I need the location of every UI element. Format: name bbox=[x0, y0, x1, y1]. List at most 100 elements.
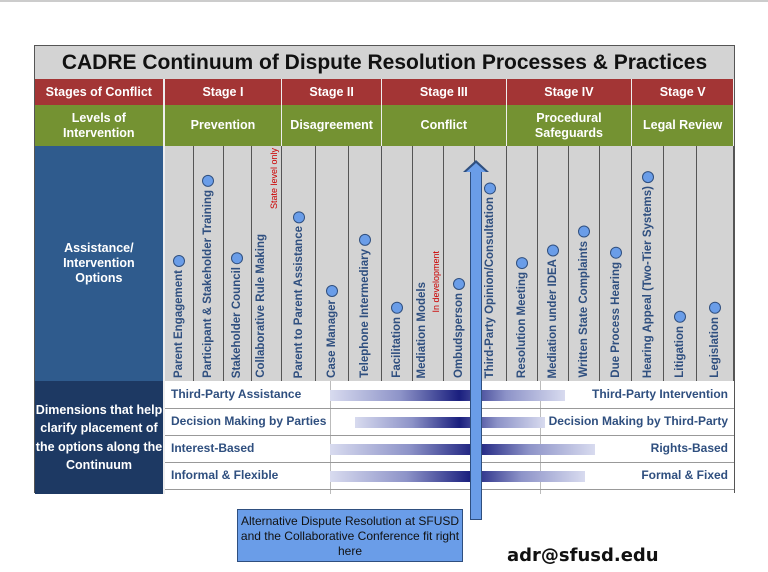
option-item: Mediation under IDEA bbox=[546, 243, 560, 378]
option-column: Mediation under IDEA bbox=[537, 146, 570, 381]
dimension-left: Interest-Based bbox=[171, 441, 255, 455]
stage-header: Stage I bbox=[165, 79, 283, 105]
dimension-right: Rights-Based bbox=[650, 441, 728, 455]
option-item: Written State Complaints bbox=[577, 226, 591, 378]
option-column: Hearing Appeal (Two-Tier Systems) bbox=[632, 146, 665, 381]
gradient-bar bbox=[330, 471, 585, 482]
page-title: CADRE Continuum of Dispute Resolution Pr… bbox=[61, 51, 708, 74]
option-column: Participant & Stakeholder Training bbox=[193, 146, 224, 381]
levels-label: Levels of Intervention bbox=[35, 105, 165, 146]
option-label: Hearing Appeal (Two-Tier Systems) bbox=[641, 185, 654, 378]
circle-marker-icon bbox=[484, 181, 497, 194]
level-header: Conflict bbox=[382, 105, 507, 146]
divider bbox=[330, 381, 331, 494]
option-label: Written State Complaints bbox=[578, 241, 591, 378]
options-row: Assistance/ Intervention Options Parent … bbox=[35, 146, 734, 381]
circle-marker-icon bbox=[452, 278, 465, 291]
top-divider bbox=[0, 0, 768, 2]
level-header: Disagreement bbox=[282, 105, 382, 146]
option-column: Collaborative Rule Making State level onl… bbox=[252, 146, 283, 381]
option-item: Stakeholder Council bbox=[230, 251, 244, 378]
option-item: Resolution Meeting bbox=[515, 256, 529, 378]
option-item: Hearing Appeal (Two-Tier Systems) bbox=[641, 170, 655, 378]
dimension-right: Decision Making by Third-Party bbox=[548, 414, 728, 428]
option-column: Parent to Parent Assistance bbox=[282, 146, 317, 381]
level-header: Procedural Safeguards bbox=[507, 105, 633, 146]
circle-marker-icon bbox=[231, 251, 244, 264]
stage-header: Stage III bbox=[382, 79, 507, 105]
circle-marker-icon bbox=[547, 243, 560, 256]
circle-marker-icon bbox=[641, 170, 654, 183]
dimension-left: Decision Making by Parties bbox=[171, 414, 327, 428]
dimensions-label: Dimensions that help clarify placement o… bbox=[35, 381, 165, 494]
callout-box: Alternative Dispute Resolution at SFUSD … bbox=[237, 509, 463, 562]
option-item: Telephone Intermediary bbox=[358, 234, 372, 378]
option-label: Third-Party Opinion/Consultation bbox=[484, 196, 497, 378]
dimensions-section: Dimensions that help clarify placement o… bbox=[35, 381, 734, 494]
stage-header: Stage V bbox=[632, 79, 734, 105]
divider bbox=[540, 381, 541, 494]
option-label: Case Manager bbox=[326, 300, 339, 378]
option-column: Litigation bbox=[664, 146, 698, 381]
option-label: Parent to Parent Assistance bbox=[292, 225, 305, 378]
level-header: Legal Review bbox=[632, 105, 734, 146]
circle-marker-icon bbox=[391, 302, 403, 315]
dimension-right: Third-Party Intervention bbox=[591, 387, 728, 401]
circle-marker-icon bbox=[359, 234, 372, 247]
stage-header: Stage II bbox=[282, 79, 382, 105]
option-item: Ombudsperson bbox=[452, 278, 466, 378]
option-label: Ombudsperson bbox=[452, 293, 465, 378]
option-label: Stakeholder Council bbox=[231, 266, 244, 378]
gradient-bar bbox=[330, 444, 595, 455]
option-item: Mediation Models bbox=[415, 282, 429, 378]
contact-email[interactable]: adr@sfusd.edu bbox=[507, 545, 659, 566]
option-label: Due Process Hearing bbox=[609, 262, 622, 378]
circle-marker-icon bbox=[326, 285, 339, 298]
option-item: Due Process Hearing bbox=[609, 247, 623, 378]
option-item: Legislation bbox=[708, 302, 722, 378]
circle-marker-icon bbox=[515, 256, 528, 269]
option-note: State level only bbox=[269, 148, 280, 210]
option-label: Litigation bbox=[674, 326, 687, 378]
title-bar: CADRE Continuum of Dispute Resolution Pr… bbox=[35, 46, 734, 79]
option-column: Resolution Meeting bbox=[506, 146, 538, 381]
option-label: Participant & Stakeholder Training bbox=[202, 190, 215, 378]
gradient-bar bbox=[330, 390, 565, 401]
option-column: Legislation bbox=[697, 146, 734, 381]
option-item: Parent Engagement bbox=[172, 255, 186, 378]
continuum-table: CADRE Continuum of Dispute Resolution Pr… bbox=[34, 45, 735, 494]
arrow-shaft bbox=[470, 170, 482, 520]
option-item: Litigation bbox=[673, 311, 687, 378]
option-item: Third-Party Opinion/Consultation bbox=[483, 181, 497, 378]
circle-marker-icon bbox=[202, 175, 215, 188]
option-label: Mediation Models bbox=[415, 281, 428, 378]
option-note: In development bbox=[430, 251, 441, 313]
option-label: Collaborative Rule Making bbox=[255, 234, 268, 378]
option-column: Telephone Intermediary bbox=[349, 146, 383, 381]
option-column: Parent Engagement bbox=[164, 146, 194, 381]
option-label: Parent Engagement bbox=[172, 270, 185, 378]
option-item: Parent to Parent Assistance bbox=[292, 210, 306, 378]
option-item: Facilitation bbox=[390, 302, 404, 378]
option-item: Case Manager bbox=[325, 285, 339, 378]
circle-marker-icon bbox=[674, 311, 687, 324]
option-label: Facilitation bbox=[391, 317, 403, 378]
circle-marker-icon bbox=[578, 226, 591, 239]
circle-marker-icon bbox=[172, 255, 185, 267]
stages-label: Stages of Conflict bbox=[35, 79, 165, 105]
option-item: Participant & Stakeholder Training bbox=[201, 175, 215, 378]
option-label: Telephone Intermediary bbox=[359, 249, 372, 378]
option-column: Facilitation bbox=[382, 146, 413, 381]
option-column: Stakeholder Council bbox=[223, 146, 253, 381]
stage-header: Stage IV bbox=[507, 79, 633, 105]
option-label: Mediation under IDEA bbox=[547, 258, 560, 378]
option-item: Collaborative Rule Making bbox=[254, 234, 268, 378]
dimension-right: Formal & Fixed bbox=[641, 468, 728, 482]
arrow-head-fill bbox=[466, 163, 486, 172]
option-column: Written State Complaints bbox=[569, 146, 601, 381]
